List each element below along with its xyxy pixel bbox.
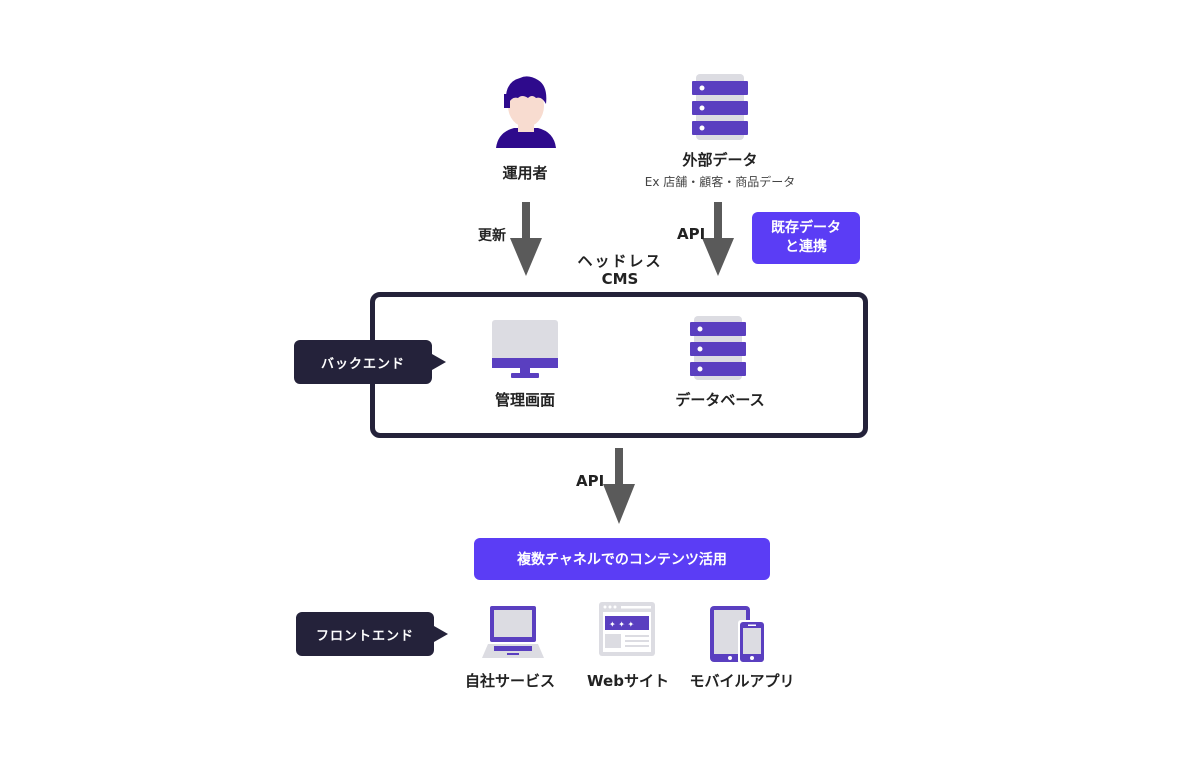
channel-website-label: Webサイト [587,672,669,690]
headless-cms-box [370,292,868,438]
external-data-sublabel: Ex 店舗・顧客・商品データ [644,175,796,189]
multichannel-banner: 複数チャネルでのコンテンツ活用 [474,538,770,580]
update-arrow [510,202,542,276]
database-label: データベース [675,391,765,409]
operator-node [494,74,558,150]
channel-website: ✦ ✦ ✦ [599,602,655,656]
external-data-label: 外部データ [682,151,758,169]
integration-badge: 既存データ と連携 [752,212,860,264]
integration-badge-line1: 既存データ [771,220,841,236]
person-icon [496,76,556,148]
channel-own-service [482,606,544,658]
database-node [690,316,746,380]
channel-mobile-app-label: モバイルアプリ [689,672,795,690]
headless-cms-line2: CMS [601,270,639,288]
browser-icon: ✦ ✦ ✦ [599,602,655,656]
headless-cms-line1: ヘッドレス [577,252,663,270]
admin-label: 管理画面 [494,391,555,409]
channel-mobile-app [710,606,766,664]
mobile-devices-icon [710,606,766,664]
server-icon [692,74,748,140]
backend-callout: バックエンド [294,340,432,384]
admin-node [492,320,558,380]
headless-cms-title: ヘッドレス CMS [560,252,680,288]
api-arrow-top [702,202,734,276]
frontend-callout: フロントエンド [296,612,434,656]
server-icon [690,316,746,380]
integration-badge-line2: と連携 [785,239,827,255]
api-arrow-bottom [603,448,635,524]
api-arrow-bottom-label: API [576,472,605,490]
update-arrow-label: 更新 [478,228,506,244]
monitor-icon [492,320,558,378]
external-data-node [692,74,748,140]
svg-text:✦ ✦ ✦: ✦ ✦ ✦ [609,620,634,629]
operator-label: 運用者 [502,164,548,182]
channel-own-service-label: 自社サービス [464,672,555,690]
api-arrow-top-label: API [677,225,706,243]
laptop-icon [482,606,544,658]
